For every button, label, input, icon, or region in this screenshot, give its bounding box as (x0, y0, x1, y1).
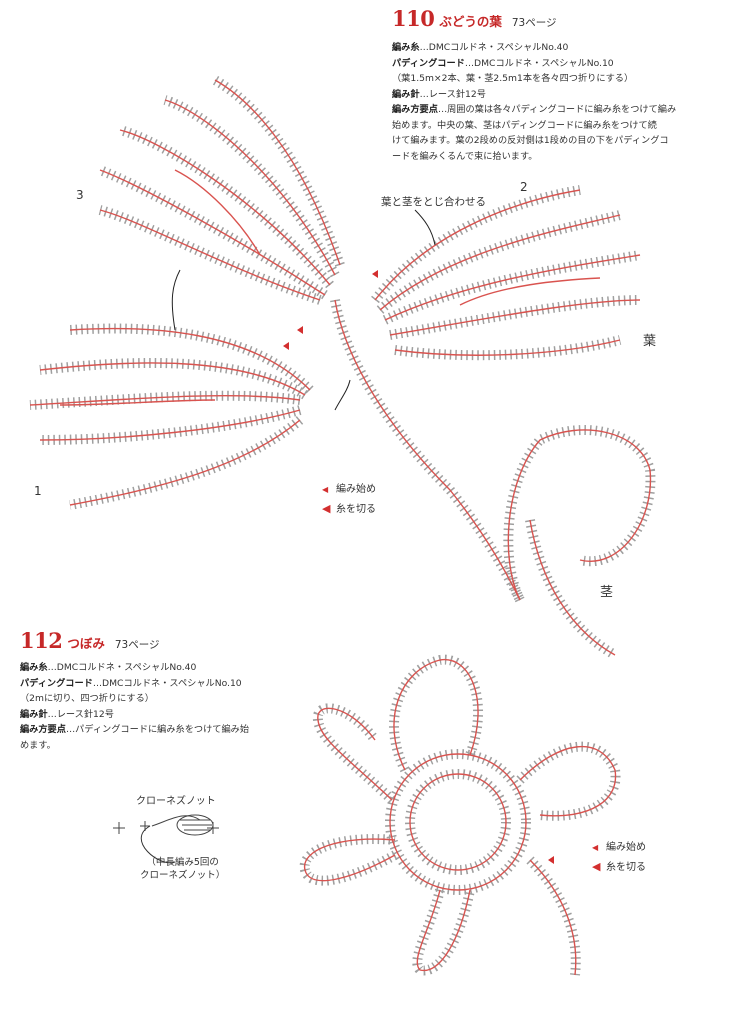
pattern-110-header: 110 ぶどうの葉 73ページ (392, 6, 557, 31)
pattern-110-legend: ◀編み始め ◀糸を切る (322, 480, 376, 519)
leaf-1-diagram (29, 323, 314, 510)
pattern-112-specs: 編み糸…DMCコルドネ・スペシャルNo.40 パディングコード…DMCコルドネ・… (20, 660, 249, 753)
leaf-label-3: 3 (76, 188, 84, 202)
spec-row: パディングコード…DMCコルドネ・スペシャルNo.10 (392, 57, 614, 69)
spec-row: 編み針…レース針12号 (392, 88, 486, 100)
pattern-112-legend: ◀編み始め ◀糸を切る (592, 838, 646, 877)
legend-start: ◀編み始め (322, 480, 376, 499)
spec-row: 始めます。中央の葉、茎はパディングコードに編み糸をつけて続 (392, 119, 657, 131)
pattern-112-name: つぼみ (67, 636, 105, 651)
stem-diagram (330, 299, 656, 660)
pattern-110-page-ref: 73ページ (511, 17, 557, 29)
pattern-110-specs: 編み糸…DMCコルドネ・スペシャルNo.40 パディングコード…DMCコルドネ・… (392, 40, 676, 164)
bud-diagram (299, 654, 621, 976)
leaf-label: 葉 (643, 334, 657, 349)
pattern-110-number: 110 (392, 6, 435, 31)
cut-arrow-icon: ◀ (322, 502, 331, 515)
pattern-112-number: 112 (20, 628, 63, 653)
pattern-112-page-ref: 73ページ (114, 639, 160, 651)
start-arrow-icon: ◀ (592, 843, 599, 852)
spec-row: けて編みます。葉の2段めの反対側は1段めの目の下をパディングコ (392, 135, 669, 146)
leaf-2-diagram (371, 185, 641, 361)
legend-cut: ◀糸を切る (592, 857, 646, 877)
spec-row: 編み方要点…パディングコードに編み糸をつけて編み始 (20, 724, 250, 735)
join-guide-lines (171, 209, 436, 411)
leaf-label-2: 2 (520, 180, 528, 194)
pattern-110-name: ぶどうの葉 (439, 14, 502, 29)
stem-label: 茎 (600, 585, 614, 600)
knot-diagram (113, 814, 219, 864)
spec-row: めます。 (20, 739, 56, 751)
spec-row: ードを編みくるんで束に拾います。 (392, 150, 538, 162)
spec-row: 編み針…レース針12号 (20, 708, 114, 720)
start-markers (283, 270, 554, 864)
knot-title: クローネズノット (136, 796, 216, 807)
spec-row: （2mに切り、四つ折りにする） (20, 693, 154, 704)
leaf-label-1: 1 (34, 484, 42, 498)
leaf-3-diagram (98, 75, 345, 305)
knot-caption: （中長編み5回の クローネズノット） (140, 857, 226, 881)
spec-row: 編み方要点…周囲の葉は各々パディングコードに編み糸をつけて編み (392, 104, 677, 115)
pattern-112-header: 112 つぼみ 73ページ (20, 628, 160, 653)
spec-row: 編み糸…DMCコルドネ・スペシャルNo.40 (392, 42, 569, 53)
spec-row: パディングコード…DMCコルドネ・スペシャルNo.10 (20, 677, 242, 689)
start-arrow-icon: ◀ (322, 485, 329, 494)
spec-row: （葉1.5m×2本、葉・茎2.5m1本を各々四つ折りにする） (392, 73, 634, 84)
cut-arrow-icon: ◀ (592, 860, 601, 873)
spec-row: 編み糸…DMCコルドネ・スペシャルNo.40 (20, 662, 197, 673)
join-annotation: 葉と茎をとじ合わせる (381, 196, 486, 208)
legend-start: ◀編み始め (592, 838, 646, 857)
legend-cut: ◀糸を切る (322, 499, 376, 519)
